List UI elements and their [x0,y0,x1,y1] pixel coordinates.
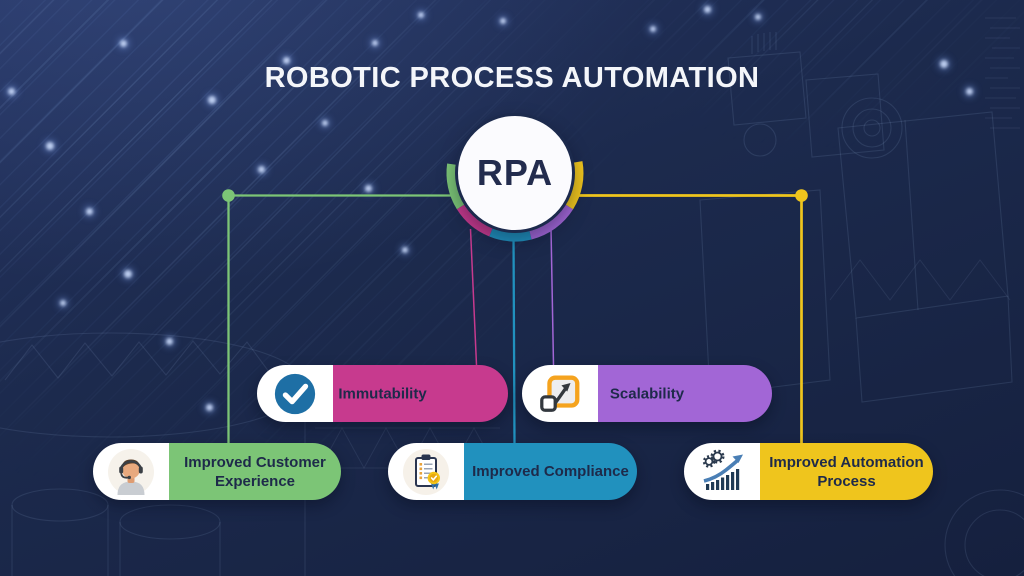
node-compliance-icon-area [388,443,464,500]
node-improved-customer-experience: Improved Customer Experience [93,443,341,500]
support-agent-icon [108,448,154,495]
node-customer-body: Improved Customer Experience [169,443,341,500]
page-title: ROBOTIC PROCESS AUTOMATION [264,62,760,94]
node-immutability-label: Immutability [338,385,427,402]
node-improved-automation-process: Improved Automation Process [684,443,933,500]
light-dot [966,88,973,95]
light-dot [283,57,290,64]
light-dot [402,247,408,253]
node-scalability-label: Scalability [609,385,685,402]
connector-teal [512,232,516,444]
light-dot [60,300,66,306]
rpa-hub-circle: RPA [455,113,575,233]
light-dot [704,6,711,13]
light-dot [322,120,328,126]
node-automation-icon-area [684,443,760,500]
automation-growth-icon [702,449,743,490]
light-dot [365,185,372,192]
light-dot [258,166,265,173]
node-compliance-label: Improved Compliance [472,463,629,480]
node-immutability-body: Immutability [333,365,508,422]
node-automation-label: Improved Automation Process [769,453,924,490]
node-immutability: Immutability [257,365,508,422]
light-dot [8,88,15,95]
rpa-hub-label: RPA [476,152,554,193]
light-dot [755,14,761,20]
light-dot [46,142,54,150]
hub-arc-teal [489,228,532,242]
junction-dot-yellow [795,189,808,202]
light-dot [208,96,216,104]
node-customer-icon-area [93,443,169,500]
light-dot [166,338,173,345]
connector-purple [550,228,555,366]
node-scalability: Scalability [522,365,772,422]
light-dot [500,18,506,24]
node-compliance-body: Improved Compliance [464,443,637,500]
node-customer-label: Improved Customer Experience [184,453,326,490]
light-dot [124,270,132,278]
light-dot [86,208,93,215]
light-dot [940,60,948,68]
node-automation-body: Improved Automation Process [760,443,933,500]
light-dot [120,40,127,47]
junction-dot-green [222,189,235,202]
light-dot [206,404,213,411]
node-scalability-body: Scalability [598,365,772,422]
node-improved-compliance: Improved Compliance [388,443,637,500]
light-dot [372,40,378,46]
light-dot [650,26,656,32]
connector-magenta [469,228,478,366]
light-dot [418,12,424,18]
compliance-clipboard-icon [403,448,449,495]
